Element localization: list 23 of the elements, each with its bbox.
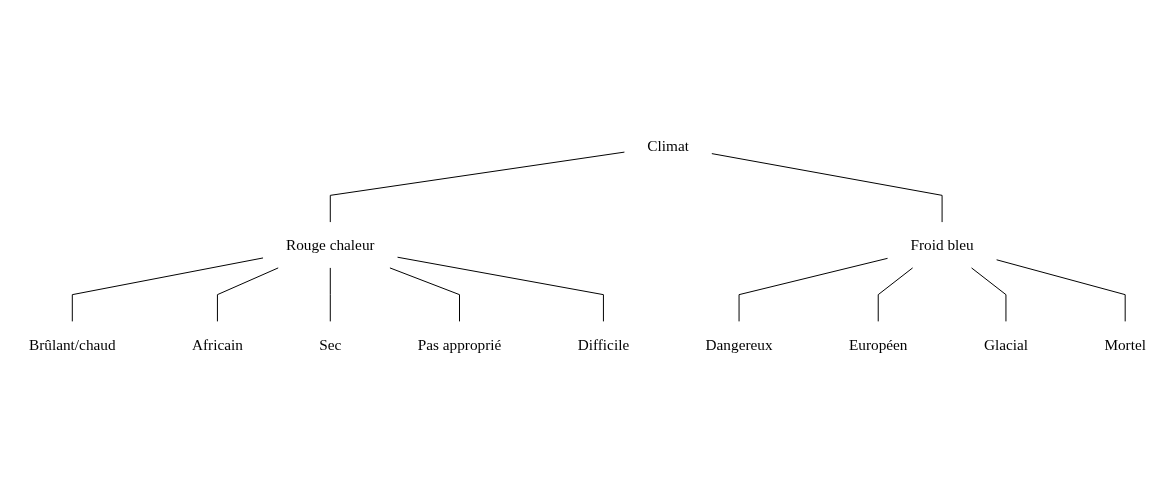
node-text: Sec xyxy=(319,335,342,353)
connector xyxy=(971,267,1007,322)
connector xyxy=(329,267,331,322)
node-text: Rouge chaleur xyxy=(285,236,375,254)
node-text: Brûlant/chaud xyxy=(29,335,116,353)
connector xyxy=(877,267,914,322)
connector xyxy=(71,257,264,322)
connector xyxy=(216,267,279,322)
node-text: Glacial xyxy=(983,335,1028,353)
connector xyxy=(711,153,943,223)
node-text: Difficile xyxy=(577,335,630,353)
connector xyxy=(329,151,625,223)
node-text: Mortel xyxy=(1104,335,1146,353)
connector xyxy=(397,256,604,322)
node-text: Européen xyxy=(848,335,908,353)
node-text: Africain xyxy=(191,335,243,353)
node-text: Froid bleu xyxy=(910,236,974,254)
node-text: Dangereux xyxy=(705,335,773,353)
node-text: Climat xyxy=(647,137,689,155)
node-text: Pas approprié xyxy=(417,335,502,353)
connector xyxy=(738,257,889,322)
connector xyxy=(389,267,460,322)
connector xyxy=(996,259,1126,322)
